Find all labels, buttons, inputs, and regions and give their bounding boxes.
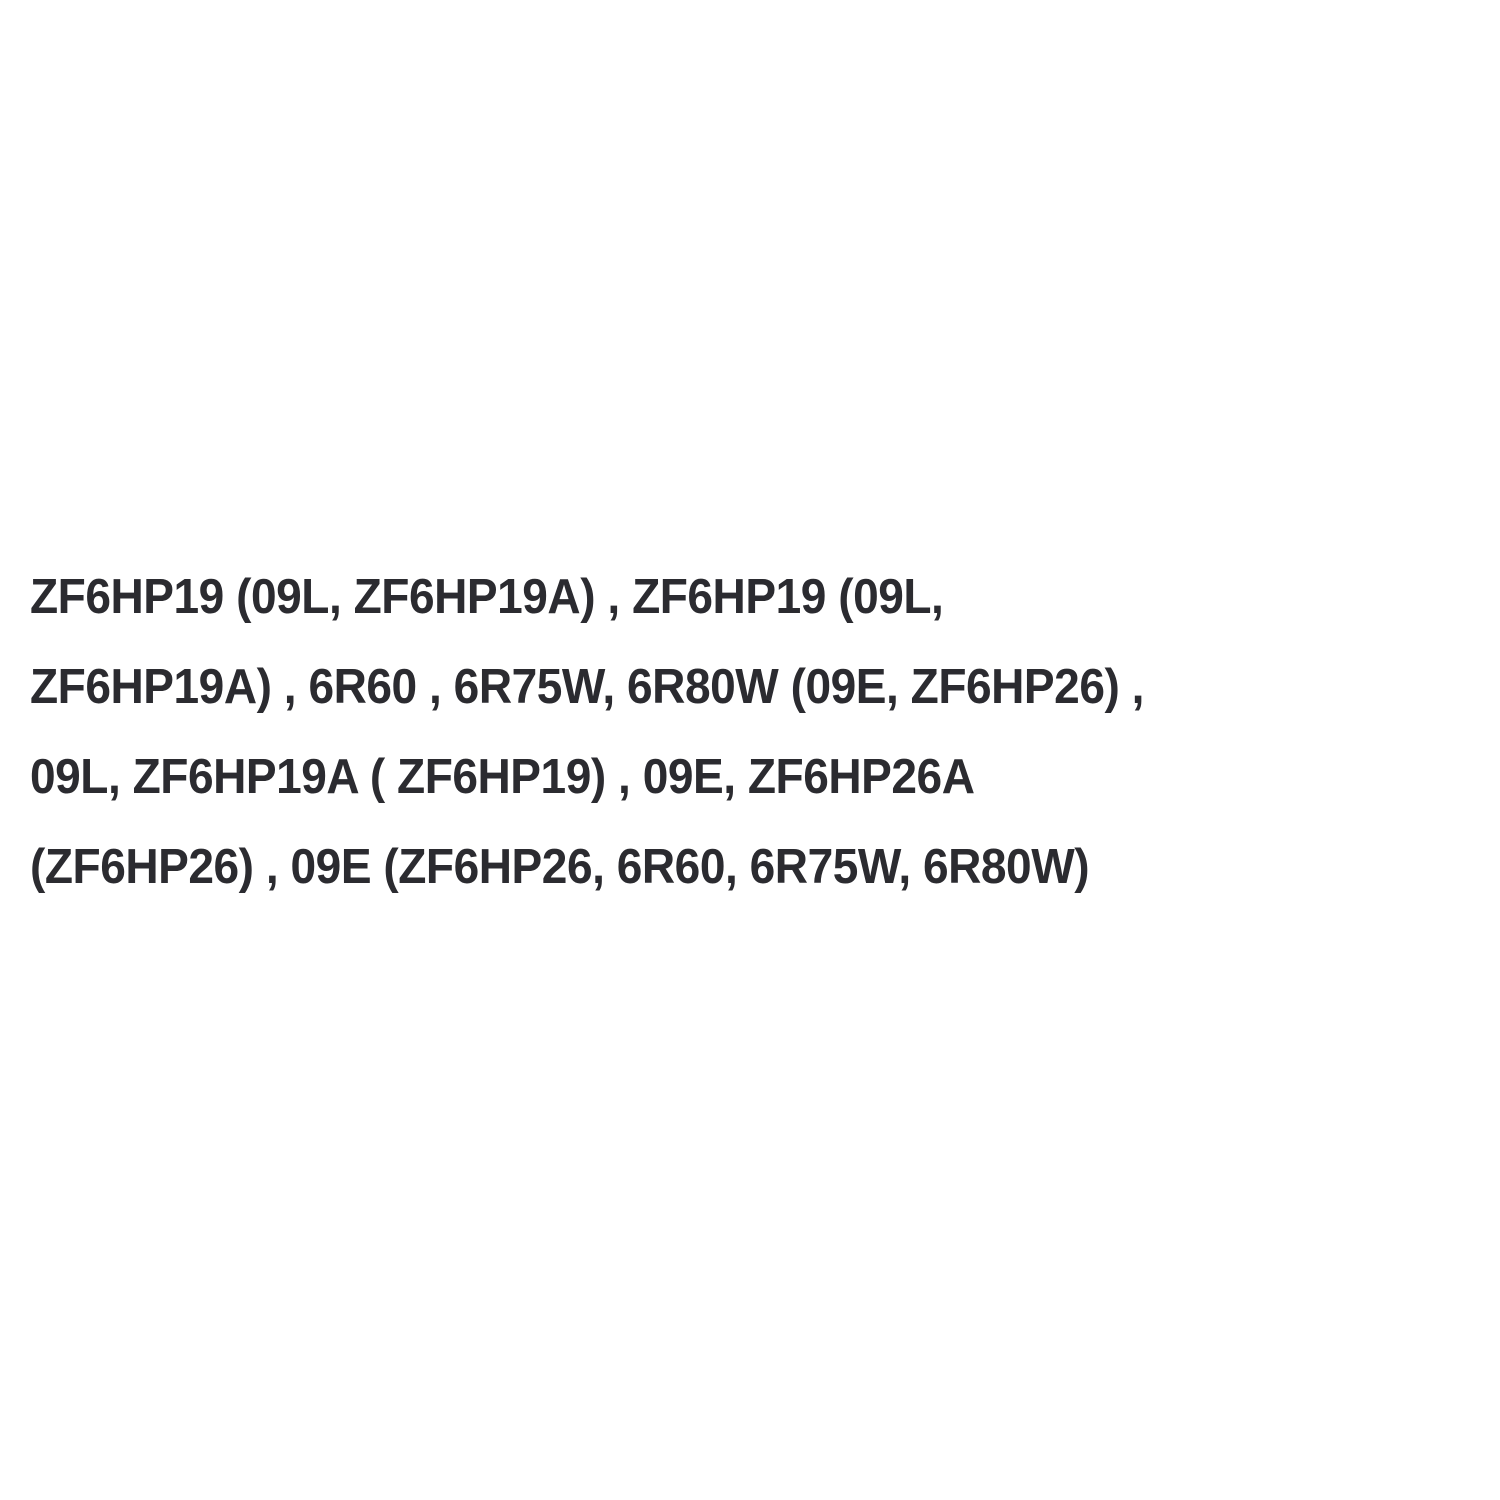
spec-line-4: (ZF6HP26) , 09E (ZF6HP26, 6R60, 6R75W, 6… — [30, 840, 1090, 894]
spec-line-2: ZF6HP19A) , 6R60 , 6R75W, 6R80W (09E, ZF… — [30, 660, 1144, 714]
spec-line-1: ZF6HP19 (09L, ZF6HP19A) , ZF6HP19 (09L, — [30, 570, 944, 624]
transmission-model-list: ZF6HP19 (09L, ZF6HP19A) , ZF6HP19 (09L, … — [30, 552, 1480, 912]
spec-line-3: 09L, ZF6HP19A ( ZF6HP19) , 09E, ZF6HP26A — [30, 750, 975, 804]
